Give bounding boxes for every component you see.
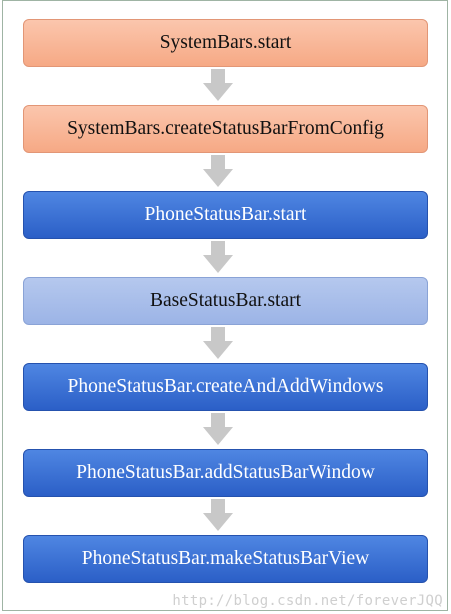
step-systembars-start: SystemBars.start	[23, 19, 428, 67]
step-label: SystemBars.start	[159, 32, 292, 53]
down-arrow-icon	[203, 499, 233, 531]
down-arrow-icon	[203, 327, 233, 359]
step-label: BaseStatusBar.start	[149, 290, 302, 311]
step-phonestatusbar-add-statusbar-window: PhoneStatusBar.addStatusBarWindow	[23, 449, 428, 497]
down-arrow-icon	[203, 69, 233, 101]
down-arrow-icon	[203, 155, 233, 187]
step-phonestatusbar-create-and-add-windows: PhoneStatusBar.createAndAddWindows	[23, 363, 428, 411]
step-systembars-create-statusbar-from-config: SystemBars.createStatusBarFromConfig	[23, 105, 428, 153]
step-label: PhoneStatusBar.createAndAddWindows	[67, 376, 384, 397]
step-label: PhoneStatusBar.addStatusBarWindow	[76, 462, 375, 483]
down-arrow-icon	[203, 413, 233, 445]
step-phonestatusbar-make-statusbar-view: PhoneStatusBar.makeStatusBarView	[23, 535, 428, 583]
down-arrow-icon	[203, 241, 233, 273]
watermark-text: http://blog.csdn.net/foreverJQQ	[172, 593, 443, 609]
step-label: PhoneStatusBar.start	[144, 204, 307, 225]
step-label: PhoneStatusBar.makeStatusBarView	[81, 548, 370, 569]
step-phonestatusbar-start: PhoneStatusBar.start	[23, 191, 428, 239]
step-label: SystemBars.createStatusBarFromConfig	[67, 118, 384, 139]
step-basestatusbar-start: BaseStatusBar.start	[23, 277, 428, 325]
